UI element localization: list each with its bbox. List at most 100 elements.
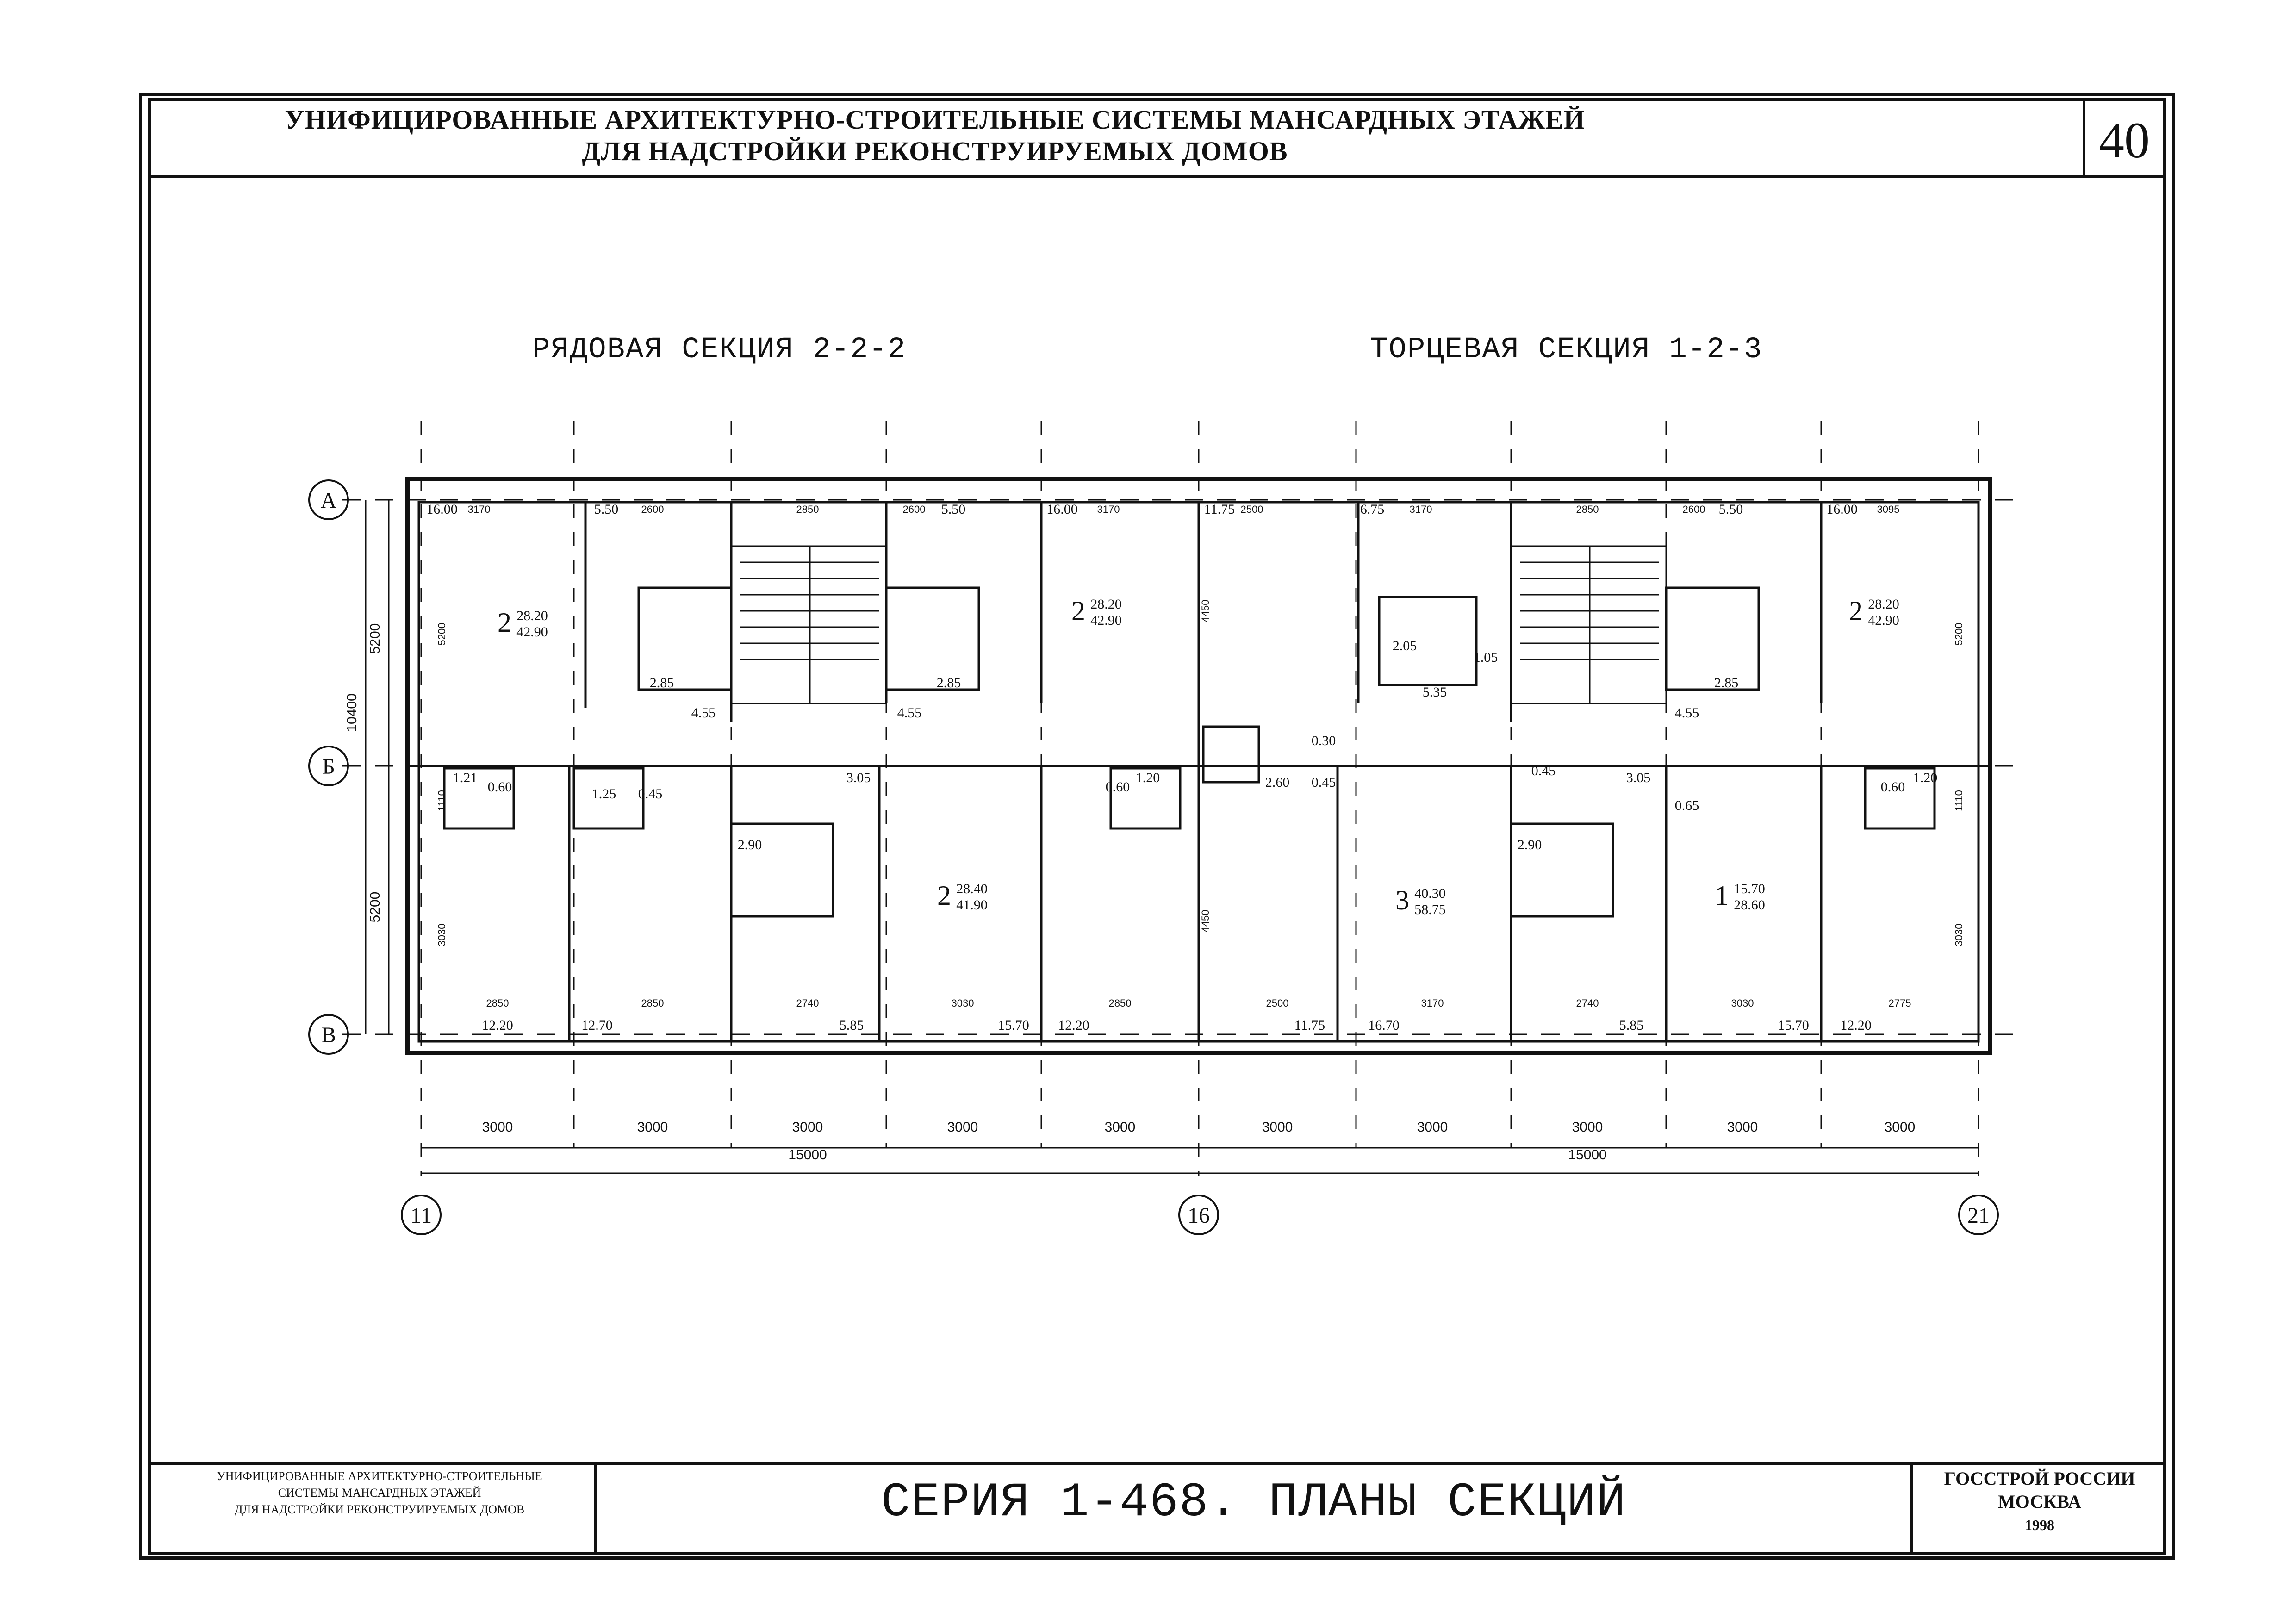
apartment-living-area: 28.20 <box>516 608 548 623</box>
apartment-living-area: 28.40 <box>956 881 988 896</box>
apartment-total-area: 42.90 <box>1090 613 1122 628</box>
room-area-small: 0.65 <box>1675 798 1699 813</box>
apartment-total-area: 58.75 <box>1414 902 1446 917</box>
axis-bubbles <box>308 479 1999 1235</box>
room-dim: 2775 <box>1889 997 1911 1009</box>
room-dim: 2600 <box>641 504 664 515</box>
dim-upper-height: 5200 <box>367 623 383 654</box>
apartment-label: 2 28.20 42.90 <box>498 607 548 640</box>
apartment-total-area: 42.90 <box>1868 613 1899 628</box>
room-area: 5.50 <box>1719 502 1743 517</box>
room-dim: 3030 <box>952 997 974 1009</box>
dim-bay: 3000 <box>1727 1120 1758 1135</box>
dim-bay: 3000 <box>947 1120 978 1135</box>
room-area-small: 2.05 <box>1393 638 1417 653</box>
room-area: 5.50 <box>594 502 619 517</box>
title-block <box>148 1462 2166 1555</box>
title-block-sheet-name: СЕРИЯ 1-468. ПЛАНЫ СЕКЦИЙ <box>881 1475 1627 1530</box>
room-area: 12.70 <box>581 1018 613 1033</box>
sheet-title-line2: ДЛЯ НАДСТРОЙКИ РЕКОНСТРУИРУЕМЫХ ДОМОВ <box>582 136 1288 166</box>
title-block-project-line: СИСТЕМЫ МАНСАРДНЫХ ЭТАЖЕЙ <box>278 1486 481 1500</box>
apartment-total-area: 28.60 <box>1734 897 1765 913</box>
dim-bay: 3000 <box>1262 1120 1293 1135</box>
dim-bay: 3000 <box>1417 1120 1448 1135</box>
dim-bay: 3000 <box>1105 1120 1136 1135</box>
room-area-small: 5.35 <box>1423 684 1447 700</box>
room-area-small: 3.05 <box>1626 770 1651 785</box>
room-area-small: 2.90 <box>738 837 762 852</box>
room-area-small: 4.55 <box>691 705 716 721</box>
organization-name: ГОССТРОЙ РОССИИ <box>1944 1468 2135 1489</box>
room-dim: 2850 <box>796 504 819 515</box>
apartment-label: 2 28.40 41.90 <box>937 880 988 913</box>
room-area-small: 2.85 <box>937 675 961 691</box>
apartment-total-area: 42.90 <box>516 624 548 640</box>
apartment-rooms: 2 <box>498 607 511 638</box>
room-dim: 3095 <box>1877 504 1900 515</box>
dim-bay: 3000 <box>792 1120 823 1135</box>
room-dim: 2850 <box>641 997 664 1009</box>
room-area-small: 1.25 <box>592 786 616 802</box>
title-block-organization: ГОССТРОЙ РОССИИ МОСКВА 1998 <box>1913 1467 2166 1537</box>
axis-label-row-b: Б <box>322 754 335 779</box>
room-area-small: 2.90 <box>1518 837 1542 852</box>
room-area: 15.70 <box>1778 1018 1809 1033</box>
room-area-small: 0.60 <box>1106 779 1130 795</box>
organization-year: 1998 <box>2025 1517 2054 1533</box>
room-area-small: 0.45 <box>1312 775 1336 790</box>
room-area: 5.50 <box>941 502 966 517</box>
room-area: 16.70 <box>1368 1018 1400 1033</box>
dim-bay: 3000 <box>482 1120 513 1135</box>
apartment-rooms: 3 <box>1395 885 1409 915</box>
room-dim: 3170 <box>1097 504 1120 515</box>
room-dim: 4450 <box>1200 600 1211 622</box>
sheet-inner-frame <box>148 98 2166 1555</box>
room-area-small: 1.20 <box>1913 770 1938 785</box>
section-title-right: ТОРЦЕВАЯ СЕКЦИЯ 1-2-3 <box>1370 333 1763 367</box>
sheet-outer-frame <box>139 93 2175 1560</box>
room-area-small: 1.20 <box>1136 770 1160 785</box>
dim-bay: 3000 <box>1572 1120 1603 1135</box>
dim-section-length: 15000 <box>1568 1147 1606 1163</box>
section-title-left: РЯДОВАЯ СЕКЦИЯ 2-2-2 <box>532 333 907 367</box>
room-area: 16.00 <box>1826 502 1858 517</box>
room-area-small: 4.55 <box>897 705 922 721</box>
apartment-rooms: 2 <box>1071 596 1085 626</box>
room-dim: 3030 <box>1953 924 1965 946</box>
title-block-divider <box>594 1462 597 1555</box>
room-area-small: 0.30 <box>1312 733 1336 748</box>
room-dim: 5200 <box>1953 623 1965 646</box>
sheet-number-box <box>2083 98 2166 178</box>
room-area-small: 0.60 <box>1881 779 1905 795</box>
axis-label-row-v: В <box>321 1023 336 1047</box>
room-area-small: 4.55 <box>1675 705 1699 721</box>
sheet-title-line1: УНИФИЦИРОВАННЫЕ АРХИТЕКТУРНО-СТРОИТЕЛЬНЫ… <box>285 105 1585 135</box>
room-area-small: 2.85 <box>1714 675 1739 691</box>
room-dim: 2740 <box>796 997 819 1009</box>
inner-walls <box>407 501 1990 1043</box>
apartment-rooms: 2 <box>1849 596 1863 626</box>
room-dim: 3030 <box>436 924 448 946</box>
room-area: 12.20 <box>1840 1018 1872 1033</box>
room-area: 16.00 <box>1046 502 1078 517</box>
apartment-label: 2 28.20 42.90 <box>1071 596 1122 628</box>
room-area-small: 0.60 <box>488 779 512 795</box>
room-area: 11.75 <box>1294 1018 1325 1033</box>
room-area-small: 0.45 <box>638 786 663 802</box>
room-area: 12.20 <box>482 1018 513 1033</box>
dim-section-length: 15000 <box>788 1147 827 1163</box>
dim-bay: 3000 <box>637 1120 668 1135</box>
apartment-total-area: 41.90 <box>956 897 988 913</box>
room-dim: 3170 <box>468 504 491 515</box>
axis-label-col-11: 11 <box>411 1203 432 1228</box>
dim-bay: 3000 <box>1885 1120 1916 1135</box>
room-dim: 2850 <box>1109 997 1132 1009</box>
room-area: 5.85 <box>1619 1018 1644 1033</box>
room-area-small: 0.45 <box>1531 763 1556 778</box>
dim-total-height: 10400 <box>344 693 360 732</box>
room-area-small: 2.60 <box>1265 775 1290 790</box>
room-dim: 2500 <box>1241 504 1263 515</box>
room-dim: 2600 <box>903 504 926 515</box>
room-area-small: 2.85 <box>650 675 674 691</box>
sheet-title: УНИФИЦИРОВАННЫЕ АРХИТЕКТУРНО-СТРОИТЕЛЬНЫ… <box>194 104 1675 167</box>
